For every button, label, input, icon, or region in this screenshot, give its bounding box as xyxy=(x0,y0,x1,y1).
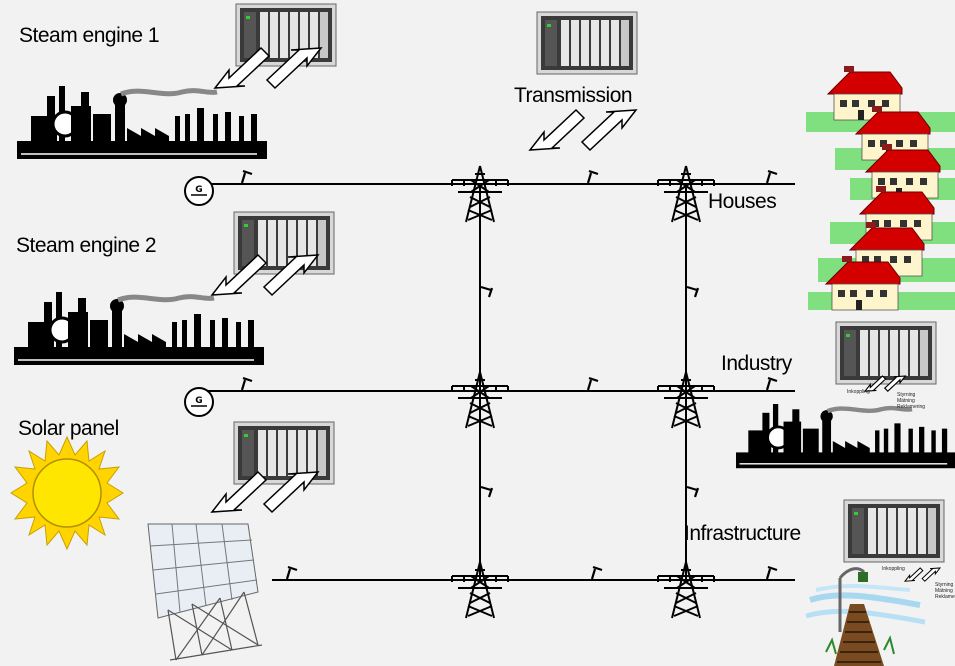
solar-panel-icon xyxy=(147,523,263,661)
factory-icon xyxy=(736,404,955,468)
plc-controller-icon xyxy=(233,421,335,485)
switch-icon[interactable] xyxy=(240,376,254,392)
switch-icon[interactable] xyxy=(765,565,779,581)
factory-icon xyxy=(17,86,267,159)
switch-icon[interactable] xyxy=(479,485,494,499)
switch-icon[interactable] xyxy=(765,376,779,392)
infrastructure-label: Infrastructure xyxy=(684,522,801,545)
switch-icon[interactable] xyxy=(586,169,600,185)
switch-icon[interactable] xyxy=(240,169,254,185)
matning-label: Mätning xyxy=(897,398,915,404)
arrow-icon xyxy=(529,109,637,151)
switch-icon[interactable] xyxy=(685,285,700,299)
styrning-label: Styrning xyxy=(935,582,954,588)
arrow-icon xyxy=(211,254,319,296)
pylon-icon xyxy=(657,561,715,619)
industry-label: Industry xyxy=(721,352,792,375)
solar-panel-label: Solar panel xyxy=(18,417,119,440)
generator-icon: G xyxy=(184,176,215,206)
arrow-icon xyxy=(211,471,319,513)
pylon-icon xyxy=(451,561,509,619)
switch-icon[interactable] xyxy=(765,169,779,185)
houses-group xyxy=(806,65,955,311)
sun-icon xyxy=(10,435,124,551)
switch-icon[interactable] xyxy=(590,565,604,581)
factory-icon xyxy=(14,292,264,365)
railway-icon xyxy=(805,567,926,666)
plc-controller-icon xyxy=(843,499,945,563)
switch-icon[interactable] xyxy=(685,485,700,499)
steam-engine-2-label: Steam engine 2 xyxy=(16,234,157,257)
plc-controller-icon xyxy=(536,11,638,75)
arrow-icon xyxy=(863,375,907,392)
steam-engine-1-label: Steam engine 1 xyxy=(19,24,160,47)
transmission-label: Transmission xyxy=(514,84,633,107)
houses-label: Houses xyxy=(708,190,777,213)
plc-controller-icon xyxy=(835,321,937,385)
styrning-label: Styrning xyxy=(897,392,916,398)
switch-icon[interactable] xyxy=(586,376,600,392)
matning-label: Mätning xyxy=(935,588,953,594)
koppling-label: Inkoppling xyxy=(847,389,870,395)
reklamering-label: Reklamering xyxy=(897,404,926,410)
koppling-label: Inkoppling xyxy=(882,566,905,572)
generator-icon: G xyxy=(184,387,214,417)
switch-icon[interactable] xyxy=(285,565,299,581)
reklamering-label: Reklamering xyxy=(935,594,955,600)
generator-symbol: G xyxy=(195,185,202,195)
generator-symbol: G xyxy=(195,396,202,406)
arrow-icon xyxy=(903,567,942,582)
switch-icon[interactable] xyxy=(479,285,494,299)
power-lines xyxy=(207,183,795,581)
arrow-icon xyxy=(214,47,322,89)
